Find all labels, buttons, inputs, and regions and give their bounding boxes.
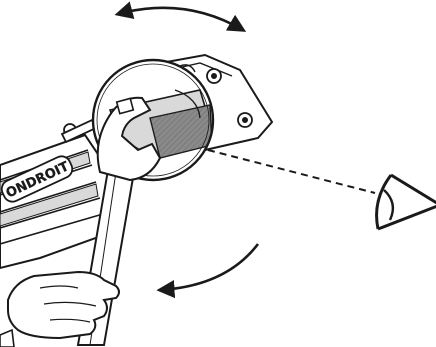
eye-icon [377, 175, 436, 229]
curved-arrow-icon [160, 244, 258, 290]
sight-line [208, 150, 375, 193]
curved-double-arrow-icon [118, 8, 243, 30]
hex-nut [117, 98, 134, 113]
